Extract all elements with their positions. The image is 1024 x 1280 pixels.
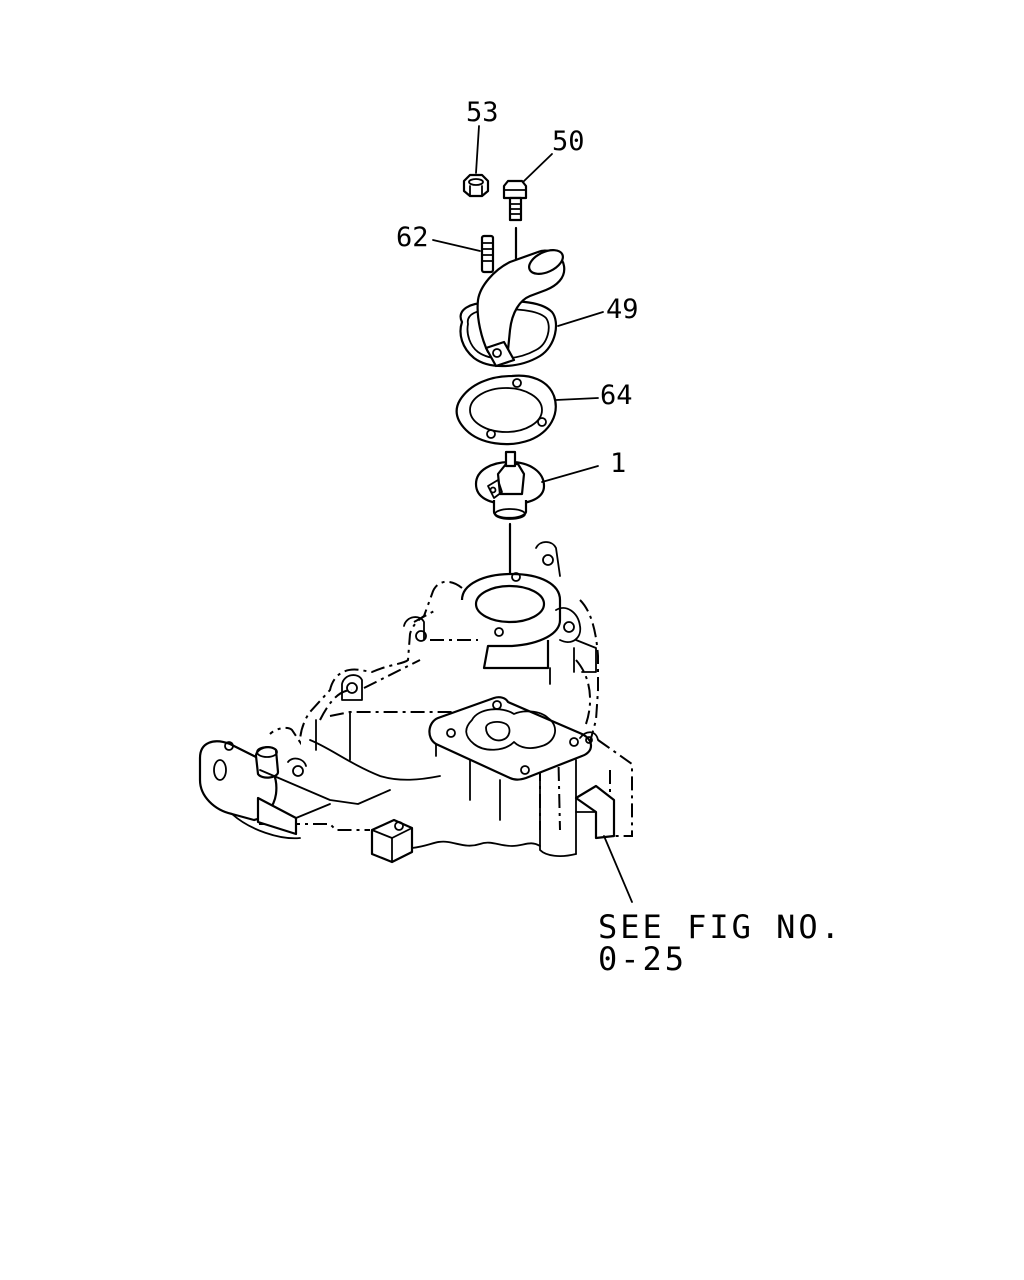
part-53-nut[interactable] (462, 173, 490, 198)
callout-64: 64 (600, 380, 633, 411)
callout-49: 49 (606, 294, 639, 325)
callout-62: 62 (396, 222, 429, 253)
see-figure-note-line1: SEE FIG NO. (598, 908, 843, 946)
part-62-stud[interactable] (480, 234, 495, 274)
part-50-bolt[interactable] (502, 179, 528, 268)
see-figure-note-line2: 0-25 (598, 940, 687, 978)
callout-1: 1 (610, 448, 626, 479)
callout-50: 50 (552, 126, 585, 157)
part-1-thermostat[interactable] (474, 450, 546, 520)
callout-53: 53 (466, 97, 499, 128)
intake-manifold-reference[interactable] (198, 522, 633, 864)
part-49-water-outlet[interactable] (459, 245, 567, 368)
leader-lines (432, 125, 633, 903)
part-64-gasket[interactable] (455, 374, 557, 446)
